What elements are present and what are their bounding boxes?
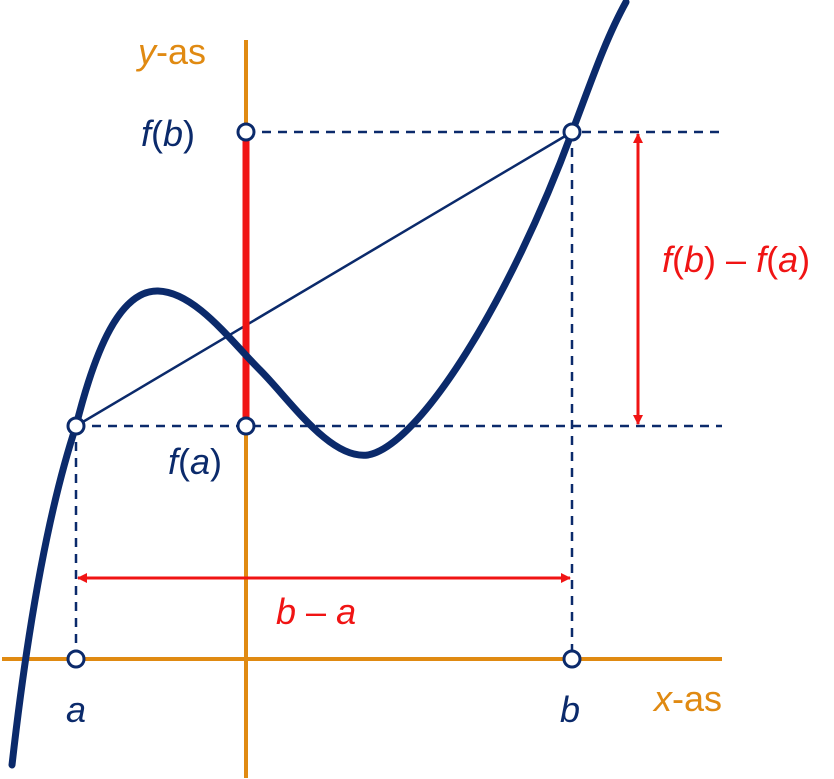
x-axis-label: x-as bbox=[652, 678, 722, 719]
secant-line bbox=[75, 130, 573, 428]
label-fb: f(b) bbox=[141, 113, 195, 154]
function-curve bbox=[8, 0, 630, 769]
point-b-on-x-axis bbox=[562, 649, 582, 669]
guide-lines bbox=[74, 130, 722, 659]
point-curve-at-b bbox=[562, 122, 582, 142]
y-axis-label: y-as bbox=[135, 31, 206, 72]
label-fb-minus-fa: f(b) – f(a) bbox=[662, 239, 810, 280]
label-fa: f(a) bbox=[168, 441, 222, 482]
points bbox=[66, 122, 582, 669]
point-fb-on-y-axis bbox=[236, 122, 256, 142]
label-b: b bbox=[560, 689, 580, 730]
label-b-minus-a: b – a bbox=[276, 591, 356, 632]
point-curve-at-a bbox=[66, 416, 86, 436]
point-a-on-x-axis bbox=[66, 649, 86, 669]
label-a: a bbox=[66, 689, 86, 730]
point-fa-on-y-axis bbox=[236, 416, 256, 436]
